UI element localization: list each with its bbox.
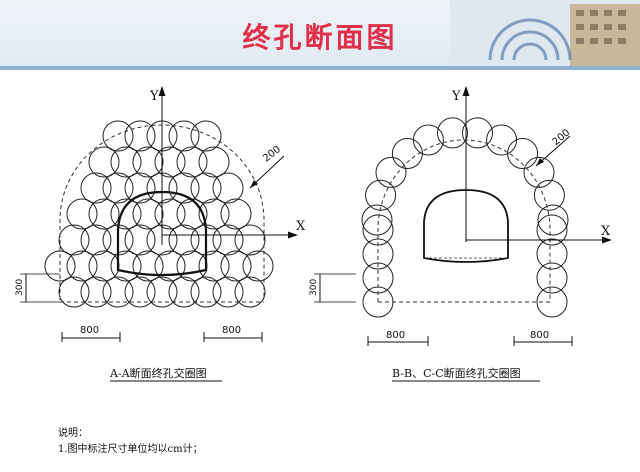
right-tunnel-outline [423, 189, 509, 263]
left-hole-circle [124, 276, 156, 308]
right-hole-circle [536, 262, 568, 294]
left-hole-circle [102, 120, 134, 152]
left-hole-circle [110, 198, 142, 230]
left-hole-circle [234, 224, 266, 256]
left-hole-circle [220, 250, 252, 282]
left-hole-circle [132, 198, 164, 230]
left-hole-circle [198, 198, 230, 230]
left-hole-circle [190, 120, 222, 152]
left-hole-circle [198, 146, 230, 178]
left-hole-circle [66, 250, 98, 282]
right-radius-label: 200 [551, 127, 573, 148]
left-hole-circle [66, 198, 98, 230]
campus-building-graphic [450, 0, 640, 66]
right-y-arrow [462, 86, 470, 96]
left-hole-circle [132, 250, 164, 282]
left-hole-circle [80, 276, 112, 308]
left-radius-arrow [250, 180, 258, 188]
header-divider [0, 66, 640, 70]
right-hole-circle [537, 204, 569, 236]
notes-heading: 说明： [58, 428, 88, 439]
right-radius-arrow [536, 158, 544, 166]
right-hole-circles [361, 117, 569, 318]
left-hole-circle [88, 198, 120, 230]
right-dashed-contour [377, 139, 551, 302]
left-hole-circle [146, 276, 178, 308]
right-height-label: 300 [309, 279, 319, 296]
left-hole-circle [212, 172, 244, 204]
left-hole-circle [212, 224, 244, 256]
right-y-axis-label: Y [451, 89, 461, 104]
left-hole-circle [154, 198, 186, 230]
left-hole-circle [132, 146, 164, 178]
left-hole-circle [168, 276, 200, 308]
left-hole-circle [176, 146, 208, 178]
left-hole-circle [102, 276, 134, 308]
left-hole-circle [88, 146, 120, 178]
left-hole-circle [168, 172, 200, 204]
left-hole-circle [154, 146, 186, 178]
right-hole-circle [536, 286, 568, 318]
left-hole-circle [234, 276, 266, 308]
left-hole-circle [176, 250, 208, 282]
left-tunnel-outline [116, 190, 208, 277]
left-hole-circle [124, 224, 156, 256]
left-x-arrow [288, 231, 298, 239]
left-hole-circle [212, 276, 244, 308]
left-hole-circle [102, 172, 134, 204]
left-hole-circle [190, 172, 222, 204]
right-width-label-right: 800 [530, 330, 549, 341]
left-caption: A-A断面终孔交圈图 [109, 366, 207, 380]
left-hole-circle [168, 224, 200, 256]
right-hole-circle [361, 204, 393, 236]
right-hole-circle [412, 124, 444, 156]
left-hole-circle [242, 250, 274, 282]
drilling-section-diagrams: Y X 200 300 800 800 A-A断面终孔交圈图 [15, 86, 612, 382]
left-width-label-right: 800 [222, 325, 241, 336]
slide-title: 终孔断面图 [242, 21, 398, 54]
left-hole-circle [88, 250, 120, 282]
right-hole-circle [437, 117, 468, 149]
left-hole-circle [154, 250, 186, 282]
left-hole-circle [80, 172, 112, 204]
left-diagram: Y X 200 300 800 800 A-A断面终孔交圈图 [15, 86, 306, 382]
left-hole-circle [168, 120, 200, 152]
right-hole-circle [462, 117, 493, 149]
left-y-axis-label: Y [149, 89, 159, 104]
left-hole-circle [58, 224, 90, 256]
left-x-axis-label: X [296, 219, 306, 234]
right-hole-circle [523, 156, 555, 188]
right-caption: B-B、C-C断面终孔交圈图 [392, 366, 521, 380]
left-hole-circle [80, 224, 112, 256]
right-x-arrow [602, 236, 612, 244]
left-hole-circle [110, 250, 142, 282]
right-hole-circle [536, 238, 568, 270]
right-hole-circle [533, 179, 565, 211]
left-hole-circle [110, 146, 142, 178]
left-hole-circle [124, 172, 156, 204]
right-x-axis-label: X [601, 224, 611, 239]
left-hole-circle [124, 120, 156, 152]
left-hole-circle [190, 276, 222, 308]
left-radius-label: 200 [261, 144, 283, 164]
left-hole-circles [44, 120, 274, 308]
right-hole-circle [375, 156, 407, 188]
right-diagram: Y X 200 300 800 800 B-B、C-C断面终孔交圈图 [309, 86, 612, 382]
left-hole-circle [198, 250, 230, 282]
right-hole-circle [536, 214, 568, 246]
right-hole-circle [507, 138, 539, 169]
right-width-label-left: 800 [386, 330, 405, 341]
notes-line-1: 1.图中标注尺寸单位均以cm计； [58, 444, 203, 455]
left-y-arrow [158, 86, 166, 96]
left-hole-circle [58, 276, 90, 308]
left-hole-circle [220, 198, 252, 230]
left-width-label-left: 800 [80, 325, 99, 336]
left-height-label: 300 [15, 279, 25, 296]
